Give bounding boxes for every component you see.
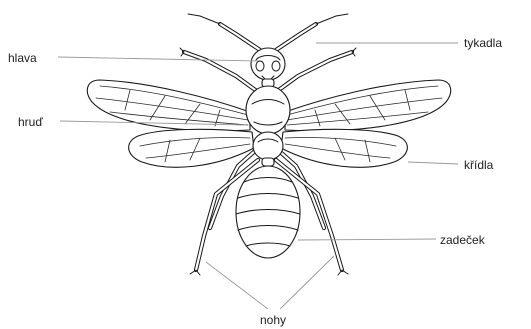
label-legs: nohy: [260, 313, 286, 327]
legs-leader-left: [206, 262, 268, 309]
head-leader: [58, 57, 258, 61]
insect-thorax: [246, 86, 290, 134]
wings-leader: [408, 162, 458, 164]
label-abdomen: zadeček: [440, 233, 486, 247]
label-antennae: tykadla: [464, 36, 502, 50]
abdomen-leader: [298, 239, 436, 240]
antennae: [188, 14, 348, 50]
label-head: hlava: [8, 51, 37, 65]
legs-leader-right: [280, 256, 334, 309]
left-hind-wing: [129, 129, 254, 167]
label-wings: křídla: [464, 158, 494, 172]
right-hind-wing: [281, 129, 407, 167]
label-thorax: hruď: [18, 115, 43, 129]
